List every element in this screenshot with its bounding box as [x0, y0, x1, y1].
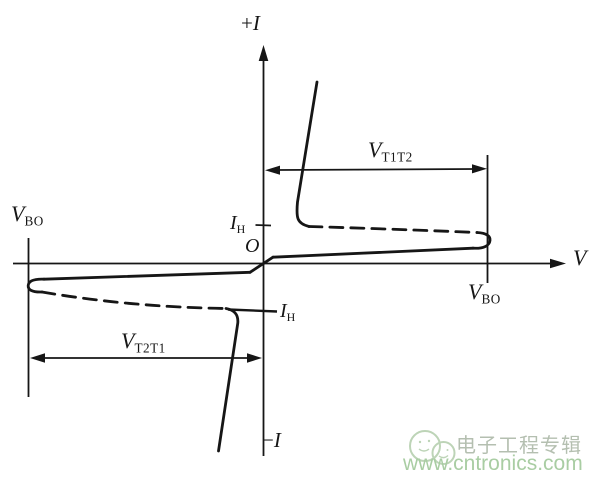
breakover-hook-right	[471, 231, 492, 250]
breakover-hook-left	[26, 277, 46, 294]
vt2t1-base: V	[121, 328, 135, 353]
vbo-right-sub: BO	[481, 291, 501, 307]
watermark-brand-text: 电子工程专辑	[456, 435, 582, 457]
vbo-right-label: VBO	[468, 281, 501, 306]
holding-current-upper-label: IH	[230, 213, 246, 235]
watermark-smiley-logo-icon	[409, 430, 456, 465]
voltage-axis-arrowhead-icon	[550, 258, 566, 269]
vt2t1-right-arrowhead-icon	[247, 353, 262, 363]
ih-upper-sub: H	[236, 222, 246, 237]
current-axis-arrowhead-icon	[258, 45, 269, 61]
vt1t2-base: V	[368, 137, 382, 162]
axes-group	[13, 58, 552, 456]
voltage-axis-label: V	[573, 245, 587, 270]
vbo-left-sub: BO	[24, 213, 44, 229]
holding-current-tick-upper	[255, 224, 272, 227]
vbo-left-base: V	[11, 201, 25, 226]
positive-current-axis-label: +I	[241, 13, 260, 34]
vt1t2-measurement-label: VT1T2	[368, 139, 413, 164]
vbo-right-base: V	[468, 279, 482, 304]
vt1t2-sub: T1T2	[381, 149, 413, 165]
current-letter: I	[273, 428, 281, 452]
measurement-arrow-lines	[42, 168, 476, 359]
ih-lower-base: I	[280, 300, 287, 322]
plus-sign: +	[241, 11, 253, 35]
watermark-url-text: www.cntronics.com	[403, 452, 583, 475]
vt1t2-arrow-shaft	[276, 168, 476, 171]
off-state-line-quadrant3	[42, 270, 252, 281]
origin-label: O	[245, 235, 260, 257]
vbo-left-label: VBO	[11, 203, 44, 228]
ih-upper-base: I	[230, 212, 237, 234]
breakover-reference-lines	[27, 155, 489, 397]
holding-current-level-segment-lower	[227, 308, 278, 313]
negative-resistance-dashed-quadrant3	[40, 290, 228, 310]
vt2t1-measurement-label: VT2T1	[121, 330, 166, 355]
current-letter: I	[252, 11, 260, 35]
vt2t1-sub: T2T1	[134, 340, 166, 356]
vt1t2-right-arrowhead-icon	[472, 164, 487, 174]
origin-crossing-segment	[248, 255, 275, 274]
negative-resistance-dashed-quadrant1	[307, 225, 479, 234]
off-state-line-quadrant1	[271, 246, 475, 259]
ih-lower-sub: H	[286, 310, 296, 325]
negative-current-axis-label: −I	[262, 430, 281, 451]
on-state-curve-quadrant1	[295, 80, 319, 228]
vi-curve-group	[26, 80, 492, 453]
holding-current-lower-label: IH	[280, 301, 296, 323]
on-state-curve-quadrant3	[217, 307, 240, 453]
vt2t1-left-arrowhead-icon	[30, 353, 45, 363]
vt1t2-left-arrowhead-icon	[265, 165, 280, 175]
minus-sign: −	[262, 428, 274, 452]
